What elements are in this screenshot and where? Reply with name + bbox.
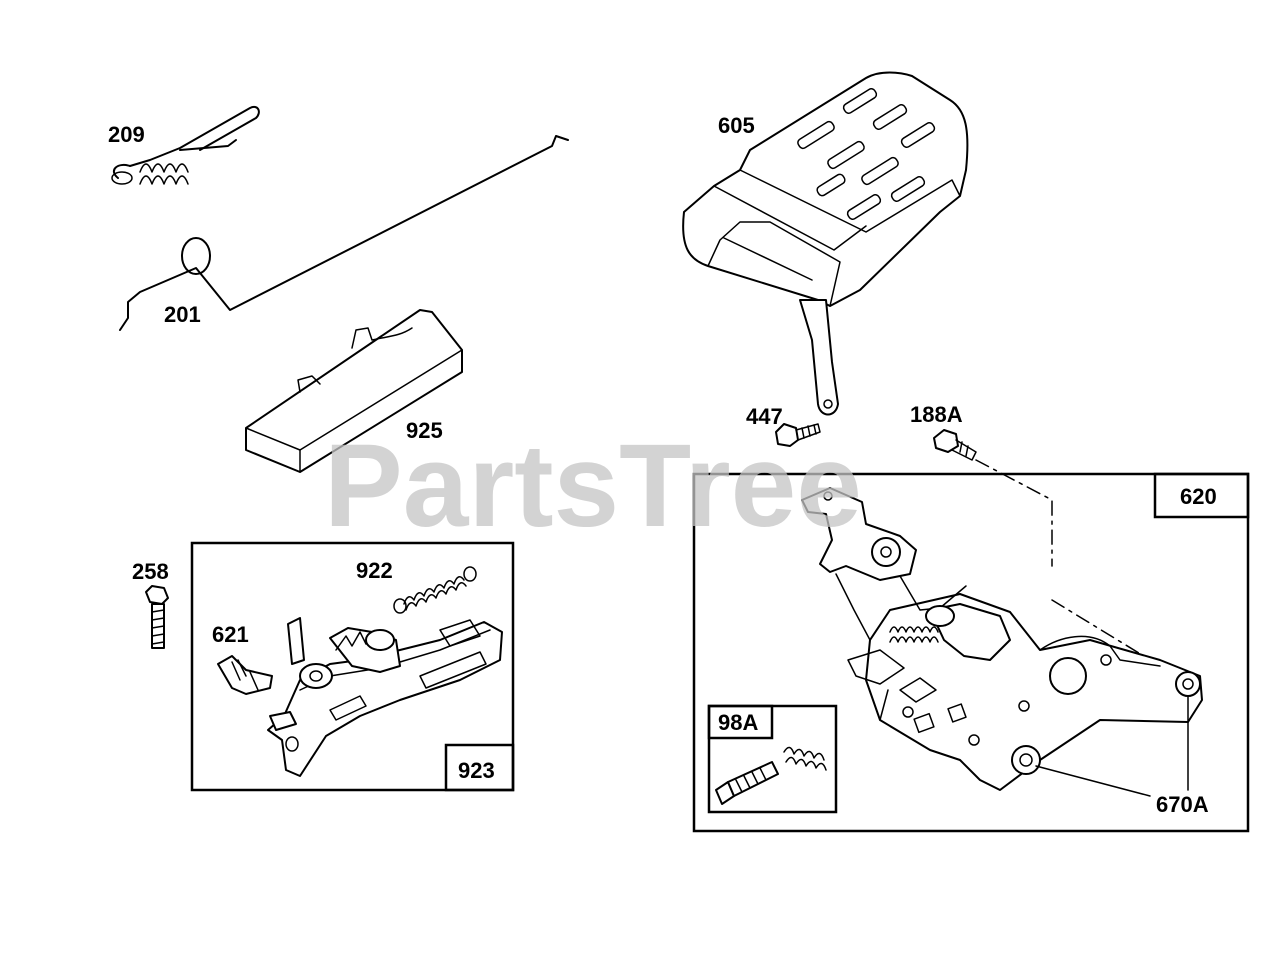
part-447-screw [775, 423, 821, 447]
part-258-bolt [145, 585, 169, 649]
part-925-cover [245, 309, 463, 473]
label-258: 258 [132, 559, 169, 584]
box-620-tag [1153, 472, 1250, 519]
label-201: 201 [164, 302, 201, 327]
part-201-link-rod [119, 135, 569, 331]
box-620 [692, 472, 1250, 833]
part-209-spring [111, 106, 260, 185]
label-621: 621 [212, 622, 249, 647]
part-923-control-bracket [267, 617, 503, 777]
label-209: 209 [108, 122, 145, 147]
label-188A: 188A [910, 402, 963, 427]
label-925: 925 [406, 418, 443, 443]
part-620-control-assembly [801, 487, 1203, 791]
part-188A-bolt [933, 429, 977, 461]
label-98A: 98A [718, 710, 758, 735]
part-98A-screw-spring [715, 746, 827, 805]
label-923: 923 [458, 758, 495, 783]
part-922-spring [393, 566, 477, 614]
label-922: 922 [356, 558, 393, 583]
box-923-tag [444, 743, 515, 792]
watermark-text: PartsTree [324, 420, 862, 552]
part-621-clip [217, 655, 273, 695]
label-620: 620 [1180, 484, 1217, 509]
box-923 [190, 541, 515, 792]
label-670A: 670A [1156, 792, 1209, 817]
leader-lines-670A [1035, 695, 1189, 797]
part-605-air-guide [682, 71, 969, 416]
label-447: 447 [746, 404, 783, 429]
label-605: 605 [718, 113, 755, 138]
box-98A-tag [707, 704, 774, 740]
